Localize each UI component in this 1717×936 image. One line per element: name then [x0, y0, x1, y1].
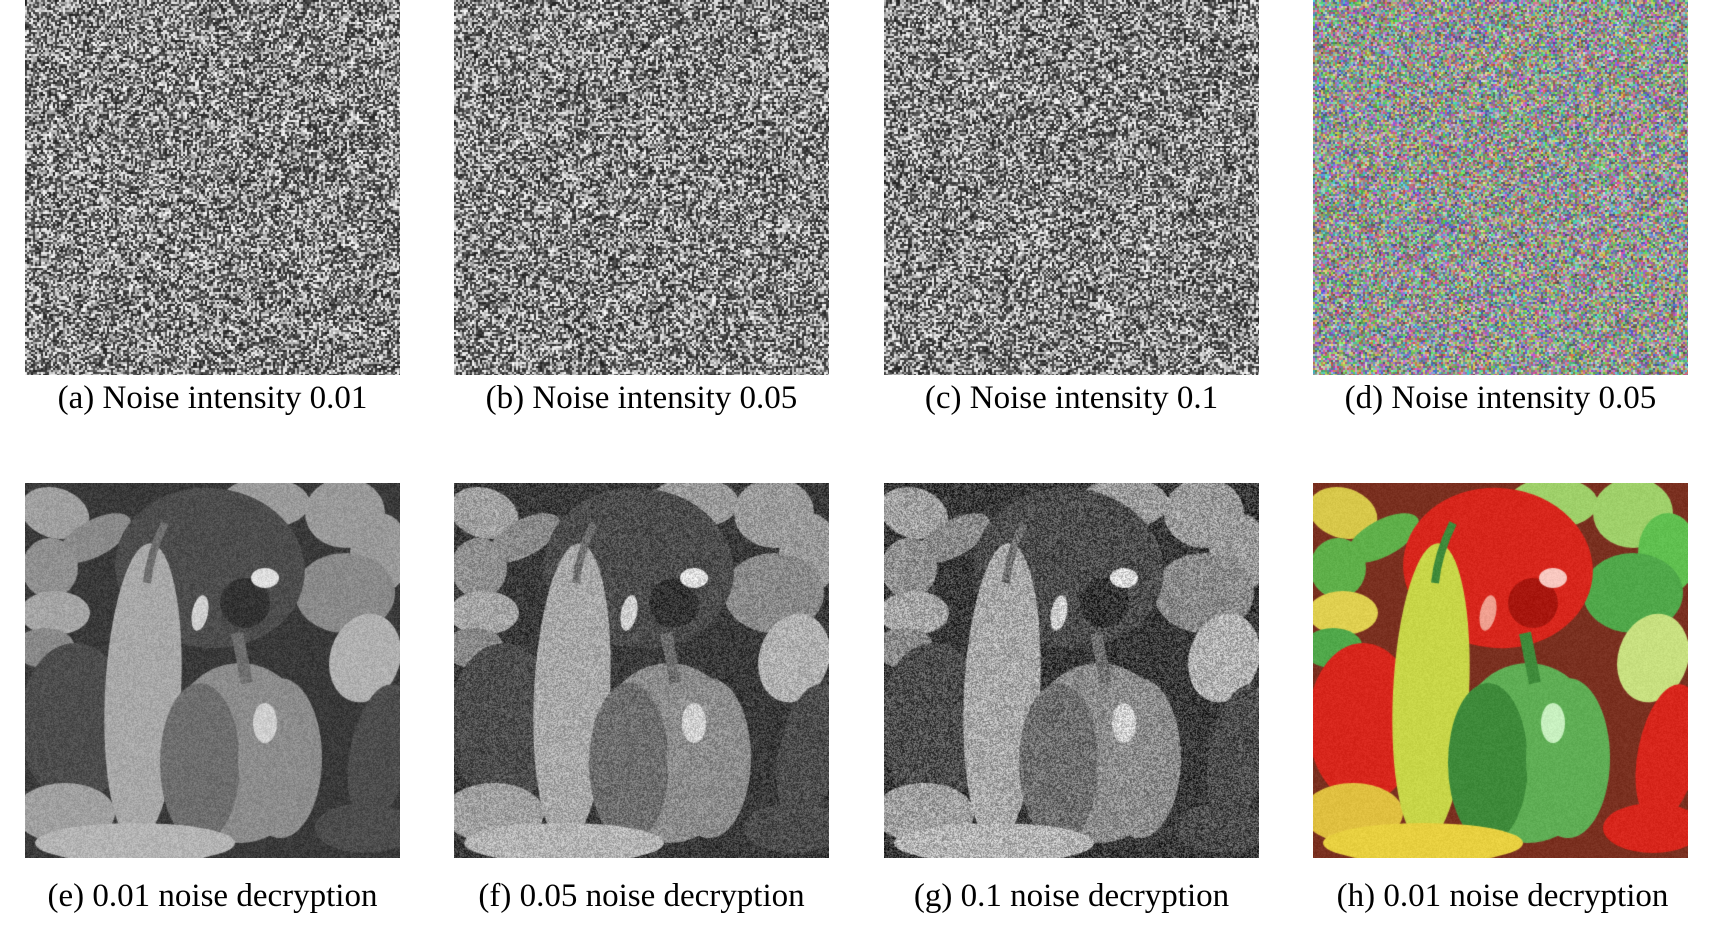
caption-c: (c) Noise intensity 0.1: [924, 380, 1219, 416]
caption-b: (b) Noise intensity 0.05: [485, 380, 798, 416]
caption-f: (f) 0.05 noise decryption: [478, 878, 805, 914]
caption-e: (e) 0.01 noise decryption: [47, 878, 378, 914]
decrypted-image-f: [454, 483, 829, 858]
caption-g: (g) 0.1 noise decryption: [913, 878, 1230, 914]
cipher-image-a: [25, 0, 400, 375]
caption-d: (d) Noise intensity 0.05: [1344, 380, 1657, 416]
cipher-image-b: [454, 0, 829, 375]
cipher-image-c: [884, 0, 1259, 375]
caption-a: (a) Noise intensity 0.01: [57, 380, 368, 416]
decrypted-image-e: [25, 483, 400, 858]
caption-h: (h) 0.01 noise decryption: [1336, 878, 1669, 914]
cipher-image-d: [1313, 0, 1688, 375]
decrypted-image-h: [1313, 483, 1688, 858]
decrypted-image-g: [884, 483, 1259, 858]
